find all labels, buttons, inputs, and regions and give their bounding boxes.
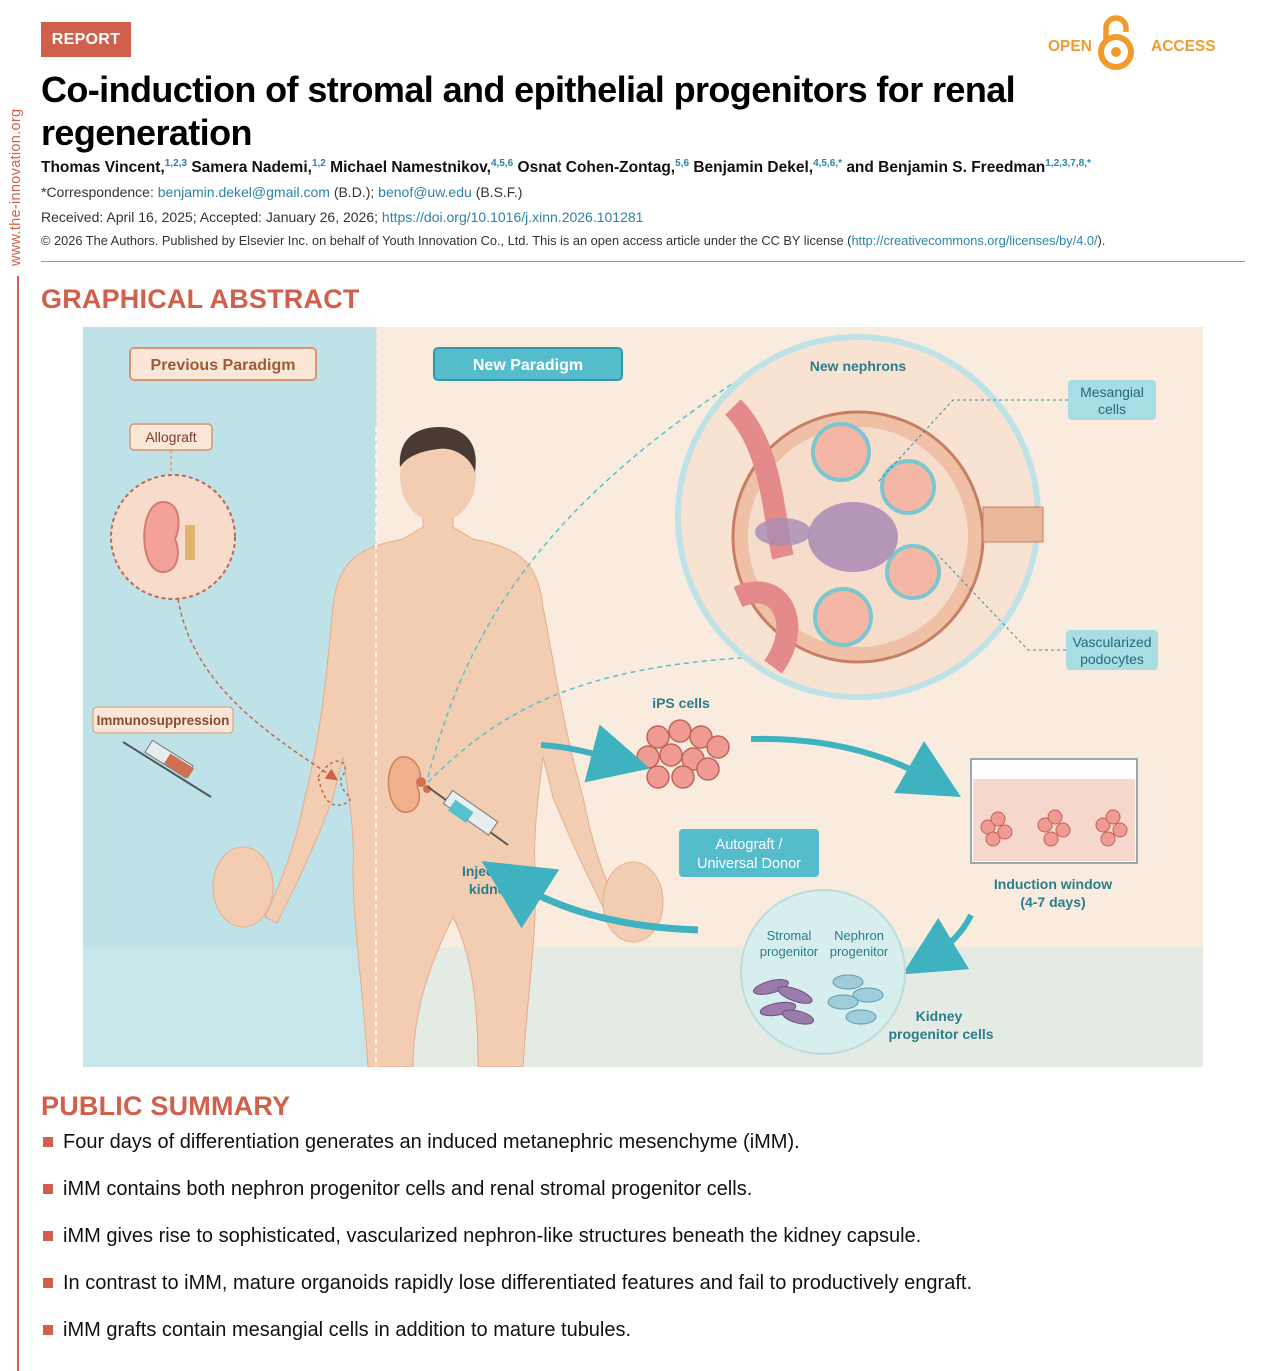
public-summary-heading: PUBLIC SUMMARY [41, 1091, 291, 1121]
syringe-icon [122, 739, 212, 798]
implanted-kidney-icon [387, 756, 431, 813]
mesangial-cells-label: Mesangial cells [1068, 380, 1156, 420]
svg-text:Previous Paradigm: Previous Paradigm [151, 357, 296, 374]
license-line: © 2026 The Authors. Published by Elsevie… [41, 233, 1106, 248]
graphical-abstract-figure: Previous Paradigm New Paradigm Allograft… [83, 327, 1203, 1067]
journal-url-vertical[interactable]: www.the-innovation.org [8, 108, 24, 266]
new-paradigm-label: New Paradigm [433, 347, 623, 381]
author[interactable]: Samera Nademi,1,2 [191, 158, 326, 176]
svg-text:New nephrons: New nephrons [810, 358, 907, 374]
author[interactable]: Michael Namestnikov,4,5,6 [330, 158, 514, 176]
culture-dish-icon [970, 758, 1138, 864]
open-access-left: OPEN [1048, 38, 1092, 55]
immunosuppression-label: Immunosuppression [92, 706, 234, 734]
induction-window-label-1: Induction window [994, 876, 1112, 892]
svg-text:progenitor: progenitor [760, 944, 819, 959]
side-rule [17, 276, 19, 1371]
allograft-label: Allograft [129, 423, 213, 451]
graphical-abstract-heading: GRAPHICAL ABSTRACT [41, 284, 360, 314]
svg-text:Allograft: Allograft [145, 429, 196, 445]
new-nephrons-zoom: New nephrons [675, 334, 1044, 700]
doi-link[interactable]: https://doi.org/10.1016/j.xinn.2026.1012… [381, 209, 644, 225]
correspondence-line: *Correspondence: benjamin.dekel@gmail.co… [41, 184, 523, 200]
kidney-circle-icon [110, 474, 236, 600]
list-item: In contrast to iMM, mature organoids rap… [41, 1269, 1221, 1316]
previous-paradigm-label: Previous Paradigm [129, 347, 317, 381]
autograft-label: Autograft / Universal Donor [679, 829, 819, 877]
author-list: Thomas Vincent,1,2,3 Samera Nademi,1,2 M… [41, 158, 1251, 177]
kidney-progenitor-label-1: Kidney [916, 1008, 963, 1024]
email-link-dekel[interactable]: benjamin.dekel@gmail.com [157, 184, 330, 200]
list-item: iMM gives rise to sophisticated, vascula… [41, 1222, 1221, 1269]
svg-text:progenitor: progenitor [830, 944, 889, 959]
inject-label-1: Inject into [462, 863, 528, 879]
article-title: Co-induction of stromal and epithelial p… [41, 69, 1016, 153]
report-tag: REPORT [41, 22, 131, 57]
open-access-badge: OPEN ACCESS [1046, 14, 1216, 74]
svg-text:cells: cells [1098, 401, 1126, 417]
dates-line: Received: April 16, 2025; Accepted: Janu… [41, 209, 644, 225]
vascularized-podocytes-label: Vascularized podocytes [1066, 630, 1158, 670]
bullet-icon [43, 1325, 53, 1335]
list-item: iMM contains both nephron progenitor cel… [41, 1175, 1221, 1222]
induction-window-label-2: (4-7 days) [1020, 894, 1085, 910]
open-access-right: ACCESS [1151, 38, 1216, 55]
svg-text:Autograft /: Autograft / [716, 837, 784, 853]
svg-text:podocytes: podocytes [1080, 651, 1144, 667]
public-summary-list: Four days of differentiation generates a… [41, 1128, 1221, 1363]
open-lock-icon [1098, 15, 1134, 70]
svg-text:Stromal: Stromal [767, 928, 812, 943]
author[interactable]: Benjamin Dekel,4,5,6,* [693, 158, 842, 176]
svg-text:Vascularized: Vascularized [1072, 634, 1151, 650]
author[interactable]: Osnat Cohen-Zontag,5,6 [517, 158, 690, 176]
svg-text:Nephron: Nephron [834, 928, 884, 943]
svg-text:Universal Donor: Universal Donor [697, 856, 801, 872]
author[interactable]: Thomas Vincent,1,2,3 [41, 158, 187, 176]
license-link[interactable]: http://creativecommons.org/licenses/by/4… [851, 233, 1098, 248]
list-item: iMM grafts contain mesangial cells in ad… [41, 1316, 1221, 1363]
list-item: Four days of differentiation generates a… [41, 1128, 1221, 1175]
bullet-icon [43, 1278, 53, 1288]
bullet-icon [43, 1137, 53, 1147]
author[interactable]: and Benjamin S. Freedman1,2,3,7,8,* [846, 158, 1091, 176]
header-divider [41, 261, 1245, 262]
svg-text:Immunosuppression: Immunosuppression [97, 713, 230, 728]
ips-cells-label: iPS cells [652, 695, 710, 711]
kidney-progenitor-label-2: progenitor cells [888, 1026, 993, 1042]
svg-text:Mesangial: Mesangial [1080, 384, 1144, 400]
inject-syringe-icon [427, 786, 509, 846]
bullet-icon [43, 1231, 53, 1241]
email-link-freedman[interactable]: benof@uw.edu [378, 184, 472, 200]
bullet-icon [43, 1184, 53, 1194]
svg-text:New Paradigm: New Paradigm [473, 357, 583, 374]
kidney-progenitor-circle: Stromal progenitor Nephron progenitor [740, 889, 906, 1055]
